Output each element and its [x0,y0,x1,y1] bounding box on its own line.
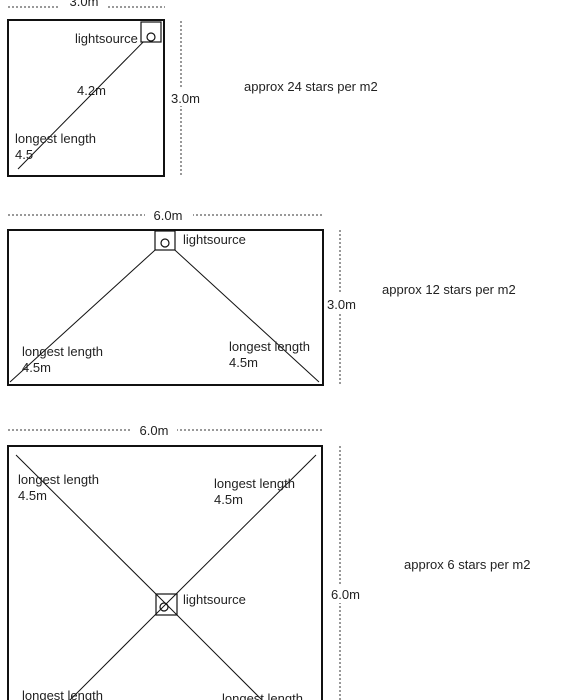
ray-bottom-left [69,603,167,700]
room-outline [7,229,324,386]
lightsource-label: lightsource [75,31,138,46]
left-longest-label: longest length [22,344,103,359]
density-note: approx 6 stars per m2 [404,557,530,572]
diagonal-ray [17,29,156,170]
width-label: 6.0m [140,423,169,438]
ray-top-left [15,454,167,605]
density-note: approx 12 stars per m2 [382,282,516,297]
height-label: 3.0m [327,297,356,312]
lightsource-icon [160,238,170,248]
diagram-6x3: 6.0m lightsource longest length 4.5m lon… [7,207,516,386]
lightsource-box [154,230,176,251]
top-right-longest-label: longest length [214,476,295,491]
lightsource-icon [146,32,156,42]
left-ray [9,240,166,383]
right-ray [164,240,320,383]
right-longest-value: 4.5m [229,355,258,370]
bottom-right-longest-label: longest length [222,691,303,700]
ray-top-right [165,454,317,605]
longest-length-value: 4.5 [15,147,33,162]
diagonal-label: 4.2m [77,83,106,98]
room-outline [7,19,165,177]
width-label: 3.0m [70,0,99,9]
right-longest-label: longest length [229,339,310,354]
diagram-3x3: 3.0m lightsource 4.2m longest length 4.5… [7,0,378,177]
left-longest-value: 4.5m [22,360,51,375]
room-outline [7,445,323,700]
top-right-longest-value: 4.5m [214,492,243,507]
diagram-6x6: 6.0m lightsource longest length 4.5m lon… [7,422,530,700]
bottom-left-longest-label: longest length [22,688,103,700]
top-left-longest-label: longest length [18,472,99,487]
ray-bottom-right [165,603,263,700]
height-label: 3.0m [171,91,200,106]
lightsource-label: lightsource [183,592,246,607]
density-note: approx 24 stars per m2 [244,79,378,94]
lightsource-icon [159,602,169,612]
lightsource-label: lightsource [183,232,246,247]
lightsource-box [140,21,162,43]
width-label: 6.0m [154,208,183,223]
longest-length-label: longest length [15,131,96,146]
top-left-longest-value: 4.5m [18,488,47,503]
height-label: 6.0m [331,587,360,602]
lightsource-box [155,593,178,616]
